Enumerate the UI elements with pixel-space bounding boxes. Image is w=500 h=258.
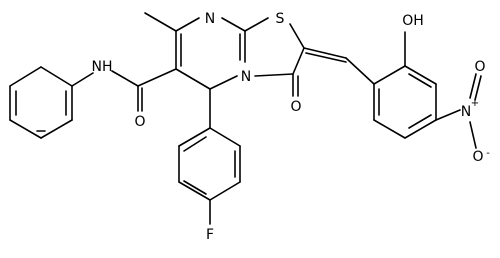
atom-label-o-nitro-top: O (474, 59, 485, 75)
atom-label-o-ketone: O (290, 99, 301, 115)
amide-group (71, 68, 177, 112)
fluorophenyl-ring (178, 88, 241, 225)
charge-plus-nitro: + (471, 98, 479, 109)
atom-label-n-ring: N (205, 11, 215, 27)
charge-minus-oxygen: - (486, 148, 490, 159)
atom-label-f: F (206, 227, 214, 243)
atom-label-n-nitro: N (461, 104, 471, 120)
atom-label-o-amide: O (134, 114, 145, 130)
phenyl-ring-left (9, 66, 73, 139)
pyrimidine-ring (144, 12, 246, 90)
atom-label-oh: OH (402, 13, 424, 29)
thiazole-ring (244, 17, 347, 97)
atom-label-nh: NH (92, 59, 113, 75)
atom-label-o-nitro-bottom: O (472, 149, 483, 165)
atom-label-s: S (276, 11, 285, 27)
nitrophenol-ring (345, 31, 482, 149)
atom-label-n-fused: N (241, 69, 251, 85)
